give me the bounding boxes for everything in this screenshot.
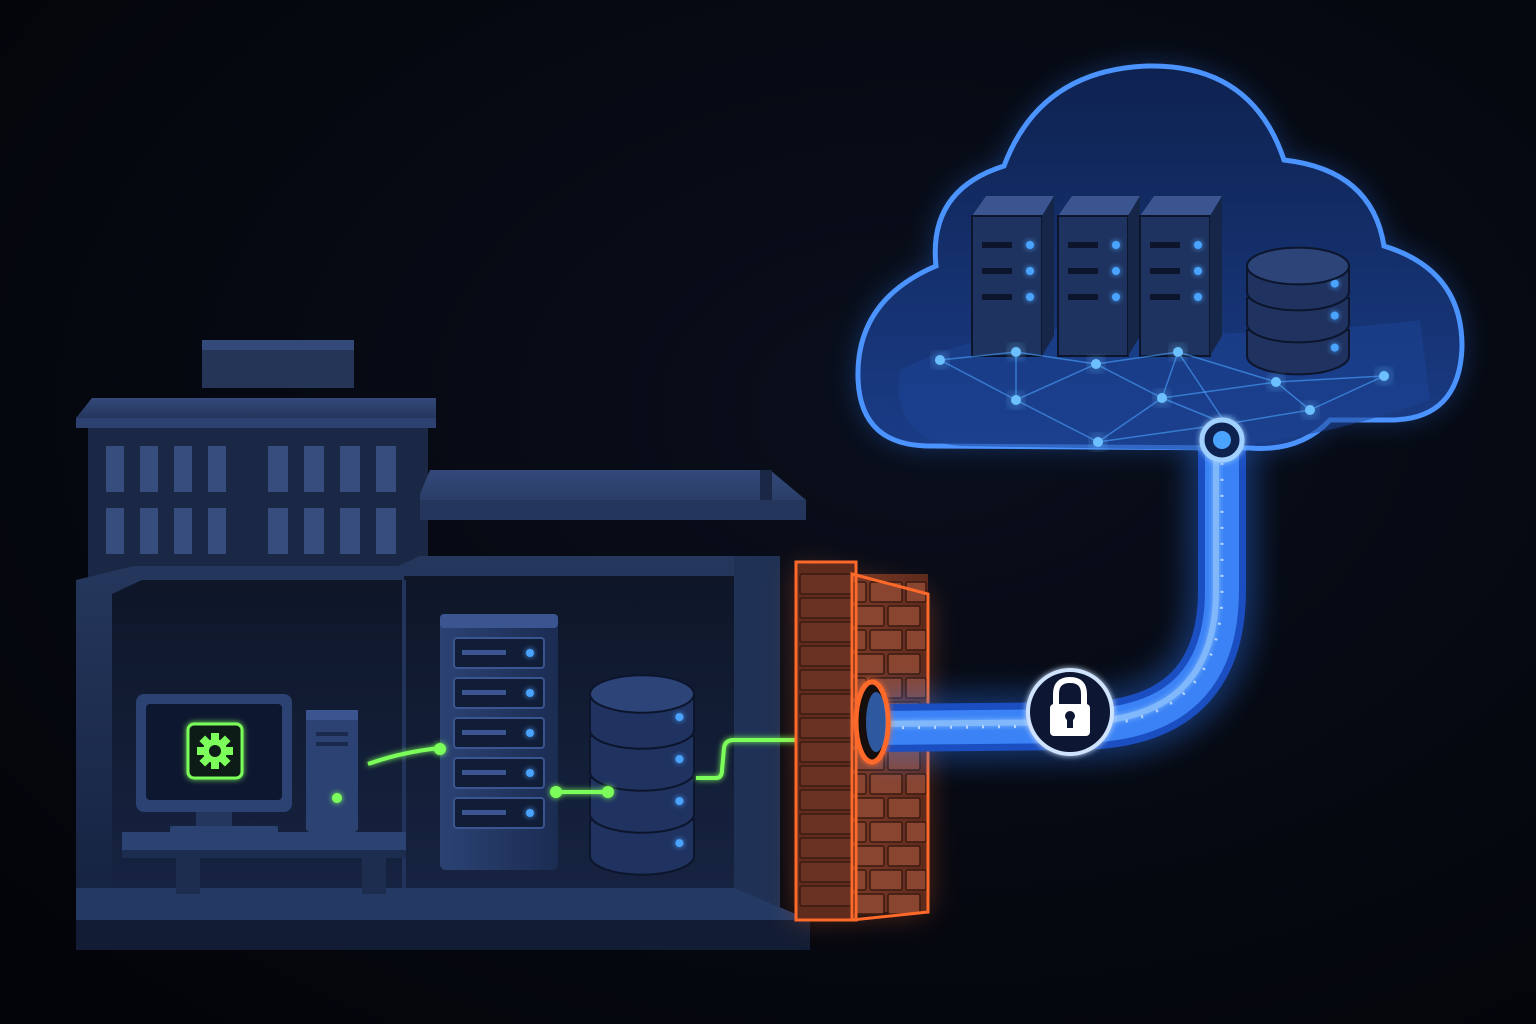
local-server-rack	[440, 614, 558, 870]
encrypted-tunnel	[853, 440, 1257, 765]
padlock-icon	[1026, 668, 1114, 756]
gear-icon	[186, 722, 244, 780]
cloud-servers	[971, 196, 1222, 357]
local-network-links	[367, 738, 800, 798]
cloud-database	[1246, 246, 1350, 376]
cloud-uplink-port	[1199, 417, 1245, 463]
cloud	[855, 63, 1465, 463]
local-database	[589, 674, 695, 876]
cloud-network-mesh	[935, 347, 1389, 447]
workstation	[122, 694, 406, 894]
